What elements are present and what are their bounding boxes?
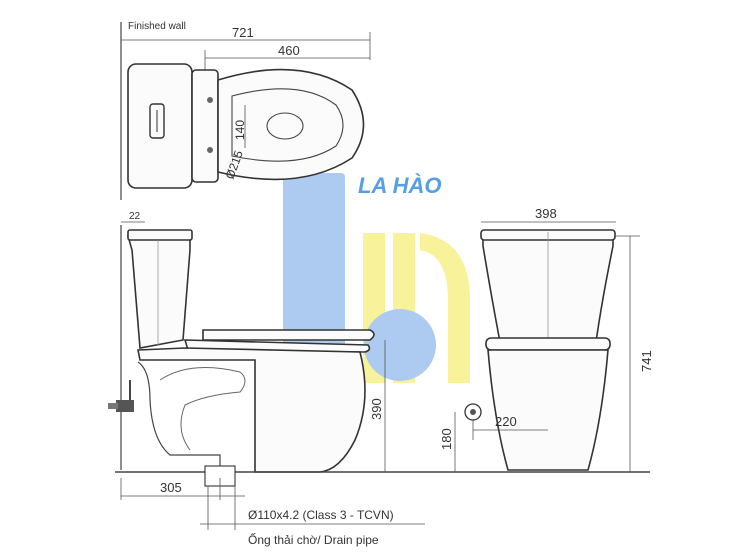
dim-460: 460 [278, 43, 300, 58]
brand-text: LA HÀO [358, 173, 442, 198]
trapway-curve [137, 361, 221, 470]
bowl-front-outline [487, 349, 609, 471]
tank-side-outline [126, 235, 191, 349]
dim-180: 180 [439, 428, 454, 450]
finished-wall-label: Finished wall [128, 21, 186, 32]
dim-390: 390 [369, 398, 384, 420]
dim-140: 140 [233, 120, 247, 140]
dim-721: 721 [232, 25, 254, 40]
supply-valve-front-icon [464, 403, 482, 421]
logo-blue-circle [364, 309, 436, 381]
dim-741: 741 [639, 350, 654, 372]
top-view: Finished wall 721 460 140 Ø215 [120, 21, 371, 200]
seat-lid-side [202, 329, 375, 341]
drain-hole-outline [266, 112, 304, 140]
drain-pipe-label: Ống thải chờ/ Drain pipe [248, 532, 379, 547]
dim-305: 305 [160, 480, 182, 495]
tank-lid [127, 229, 193, 241]
hinge-bolt-icon [207, 97, 213, 103]
dim-220: 220 [495, 414, 517, 429]
side-view: 22 305 Ø110x4.2 (Class 3 - TCVN) [108, 211, 650, 547]
logo-yellow-arc [420, 233, 470, 383]
hinge-bolt-icon [207, 147, 213, 153]
pipe-spec-label: Ø110x4.2 (Class 3 - TCVN) [248, 508, 394, 522]
bowl-side-outline [137, 347, 366, 473]
tank-top-outline [127, 63, 193, 189]
seat-hinge-block [191, 69, 219, 183]
supply-valve-icon [108, 380, 134, 412]
flush-button-icon [149, 103, 165, 139]
trapway-inner [159, 367, 246, 451]
front-view: 398 741 220 180 [439, 206, 654, 472]
seat-front [485, 337, 611, 351]
bowl-rim-inner [231, 88, 344, 162]
dim-398: 398 [535, 206, 557, 221]
dim-22: 22 [129, 211, 141, 222]
bowl-top-outline [217, 68, 365, 181]
